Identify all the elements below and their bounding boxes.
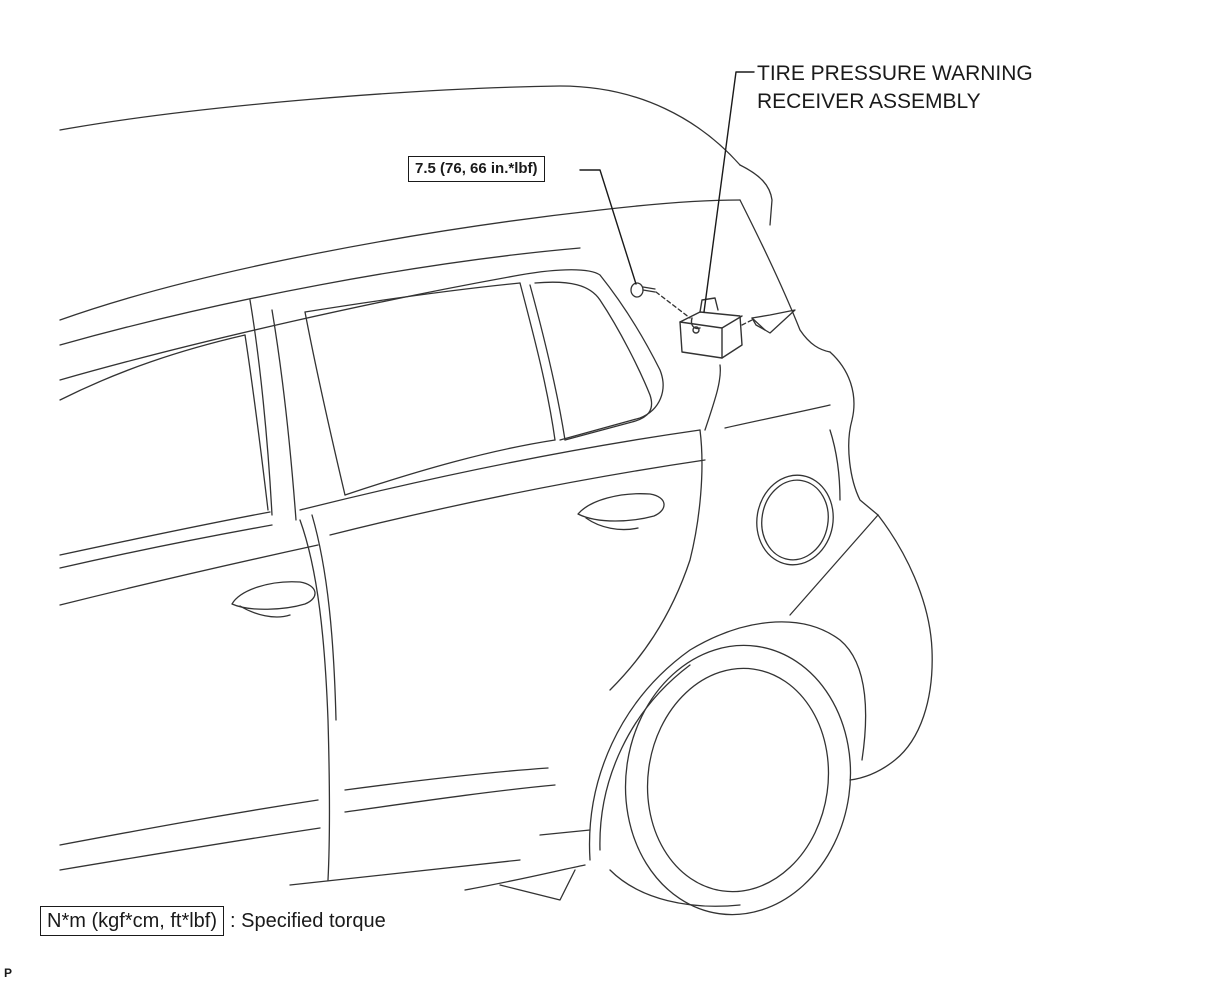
bolt-part bbox=[630, 282, 656, 298]
receiver-assembly-label: TIRE PRESSURE WARNING RECEIVER ASSEMBLY bbox=[757, 62, 1033, 113]
assembly-lines bbox=[655, 291, 753, 326]
leader-lines bbox=[579, 71, 755, 313]
rear-quarter-panel bbox=[789, 351, 933, 781]
door-seams bbox=[299, 364, 721, 881]
front-door-window bbox=[59, 334, 269, 511]
rear-wheel bbox=[499, 621, 867, 916]
connector-part bbox=[751, 309, 796, 334]
rear-window-frame bbox=[59, 269, 664, 521]
belt-lines bbox=[59, 404, 831, 606]
fuel-lid bbox=[756, 474, 834, 566]
roof-outline bbox=[59, 85, 831, 353]
tire-pressure-receiver-part bbox=[679, 297, 743, 359]
legend-symbol: N*m (kgf*cm, ft*lbf) bbox=[40, 906, 225, 936]
legend-description: : Specified torque bbox=[230, 910, 386, 932]
corner-mark: P bbox=[4, 966, 13, 980]
rear-door-window bbox=[304, 281, 653, 496]
door-handles bbox=[231, 493, 665, 618]
torque-spec-box: 7.5 (76, 66 in.*lbf) bbox=[408, 156, 545, 182]
torque-legend: N*m (kgf*cm, ft*lbf): Specified torque bbox=[40, 906, 386, 936]
lower-body bbox=[59, 767, 586, 891]
fuel-lid-inner bbox=[761, 479, 829, 561]
